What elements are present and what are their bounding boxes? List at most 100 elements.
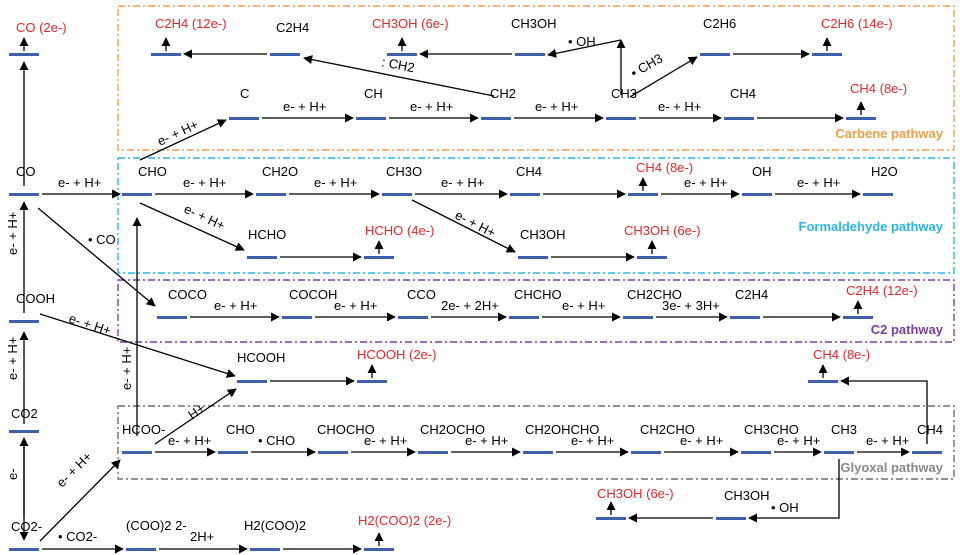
- label-ch3oh-6e-bottom: CH3OH (6e-): [597, 486, 674, 501]
- label-ch3o: CH3O: [386, 164, 422, 179]
- level-c2h4-12e-c2: [843, 316, 873, 319]
- step-co2-radical: • CO2-: [58, 529, 97, 544]
- step-ch-ch2: e- + H+: [410, 99, 453, 114]
- label-chcho: CHCHO: [514, 287, 562, 302]
- step-ch2cho-ch3cho: e- + H+: [680, 433, 723, 448]
- step-oh-h2o: e- + H+: [797, 175, 840, 190]
- step-cooh-hcooh: e- + H+: [67, 311, 113, 339]
- label-ch3oh-6e-top: CH3OH (6e-): [372, 16, 449, 31]
- label-ch2cho-c2: CH2CHO: [627, 287, 682, 302]
- label-ch2: CH2: [490, 86, 516, 101]
- formaldehyde-pathway-box: [117, 157, 955, 274]
- energy-levels: [9, 53, 942, 551]
- step-ch2cho-c2h4: 3e- + 3H+: [662, 298, 720, 313]
- level-hcooh-2e: [357, 380, 387, 383]
- level-ch3oh-top: [515, 53, 545, 56]
- level-oh: [742, 193, 772, 196]
- step-ch3o-ch4: e- + H+: [441, 175, 484, 190]
- label-hcho: HCHO: [248, 227, 286, 242]
- label-cco: CCO: [407, 287, 436, 302]
- step-cho-ch2o: e- + H+: [183, 175, 226, 190]
- level-ch3: [606, 117, 636, 120]
- step-ch3o-ch3oh: e- + H+: [453, 207, 498, 240]
- step-cco-chcho: 2e- + 2H+: [441, 298, 499, 313]
- label-c2h4-12e-c2: C2H4 (12e-): [846, 283, 918, 298]
- label-cooh: COOH: [16, 291, 55, 306]
- level-ch2ocho: [418, 451, 448, 454]
- step-cho-hcho: e- + H+: [182, 201, 228, 233]
- level-coco: [157, 316, 187, 319]
- label-h2cooo-2e: H2(COO)2 (2e-): [358, 513, 451, 528]
- label-ch4-8e-form: CH4 (8e-): [636, 160, 693, 175]
- label-cocoh: COCOH: [289, 287, 337, 302]
- label-h2cooo: H2(COO)2: [244, 518, 306, 533]
- label-ch2cho-gly: CH2CHO: [640, 422, 695, 437]
- level-ch2cho-gly: [631, 451, 661, 454]
- step-ch3-ch4: e- + H+: [658, 99, 701, 114]
- species-labels: CO (2e-) CO COOH CO2 CO2- C2H4 (12e-) C2…: [11, 16, 943, 534]
- level-hcho-4e: [364, 256, 394, 259]
- label-co2-anion: CO2-: [11, 519, 42, 534]
- step-ch4-oh: e- + H+: [684, 175, 727, 190]
- label-hcooh-2e: HCOOH (2e-): [357, 347, 436, 362]
- level-ch2cho-c2: [623, 316, 653, 319]
- level-c2h4-top: [270, 53, 300, 56]
- level-ch3-gly: [824, 451, 854, 454]
- label-c2h6: C2H6: [703, 16, 736, 31]
- label-c2h6-14e: C2H6 (14e-): [821, 16, 893, 31]
- level-hcho: [247, 256, 277, 259]
- formaldehyde-pathway-label: Formaldehyde pathway: [799, 219, 944, 234]
- label-c2h4-top: C2H4: [276, 20, 309, 35]
- label-hcho-4e: HCHO (4e-): [365, 223, 434, 238]
- label-ch3-gly: CH3: [831, 422, 857, 437]
- level-hcooh: [237, 380, 267, 383]
- level-h2cooo: [250, 548, 280, 551]
- step-ch2ocho-ch2ohcho: e- + H+: [465, 433, 508, 448]
- step-left-vertical-3: e-: [5, 468, 20, 480]
- level-co2: [9, 430, 39, 433]
- label-c2h4-c2: C2H4: [735, 287, 768, 302]
- step-left-vertical-2: e- + H+: [5, 337, 20, 380]
- level-cocoh: [282, 316, 312, 319]
- label-h2o: H2O: [871, 164, 898, 179]
- label-ch2ohcho: CH2OHCHO: [525, 422, 599, 437]
- level-ch3cho: [741, 451, 771, 454]
- glyoxal-pathway-box: [117, 405, 955, 480]
- level-ch3oh-form: [518, 256, 548, 259]
- level-ch: [356, 117, 386, 120]
- step-co2anion-hcoo: e- + H+: [54, 449, 95, 490]
- level-co: [9, 193, 39, 196]
- step-co-radical: • CO: [88, 232, 116, 247]
- label-ch4-8e-carbene: CH4 (8e-): [850, 81, 907, 96]
- level-ch2o: [256, 193, 286, 196]
- label-ch2ocho: CH2OCHO: [420, 422, 485, 437]
- label-ch4-carbene: CH4: [730, 86, 756, 101]
- label-co2: CO2: [11, 406, 38, 421]
- label-oh: OH: [752, 164, 772, 179]
- level-c2h6: [700, 53, 730, 56]
- level-cho-form: [122, 193, 152, 196]
- level-cooo: [126, 548, 156, 551]
- step-ch2o-ch3o: e- + H+: [314, 175, 357, 190]
- label-cho-form: CHO: [138, 164, 167, 179]
- level-c2h4-12e-top: [151, 53, 181, 56]
- c2-pathway-label: C2 pathway: [871, 322, 944, 337]
- level-ch3o: [382, 193, 412, 196]
- level-ch4-8e-carbene: [846, 117, 876, 120]
- level-ch3oh-6e-bottom: [596, 517, 626, 520]
- level-ch3oh-6e-top: [387, 53, 417, 56]
- label-co-2e: CO (2e-): [16, 20, 67, 35]
- step-c-ch: e- + H+: [283, 99, 326, 114]
- label-c: C: [240, 86, 249, 101]
- level-cooh: [9, 320, 39, 323]
- label-co: CO: [16, 164, 36, 179]
- level-c2h4-c2: [730, 316, 760, 319]
- label-ch3oh-top: CH3OH: [511, 16, 557, 31]
- label-cho-gly: CHO: [226, 422, 255, 437]
- step-ch3cho-ch3: e- + H+: [777, 433, 820, 448]
- step-hcoo-cho: e- + H+: [168, 433, 211, 448]
- label-ch3: CH3: [611, 86, 637, 101]
- label-c2h4-12e-top: C2H4 (12e-): [155, 16, 227, 31]
- level-cco: [398, 316, 428, 319]
- level-ch4-8e-form: [628, 193, 658, 196]
